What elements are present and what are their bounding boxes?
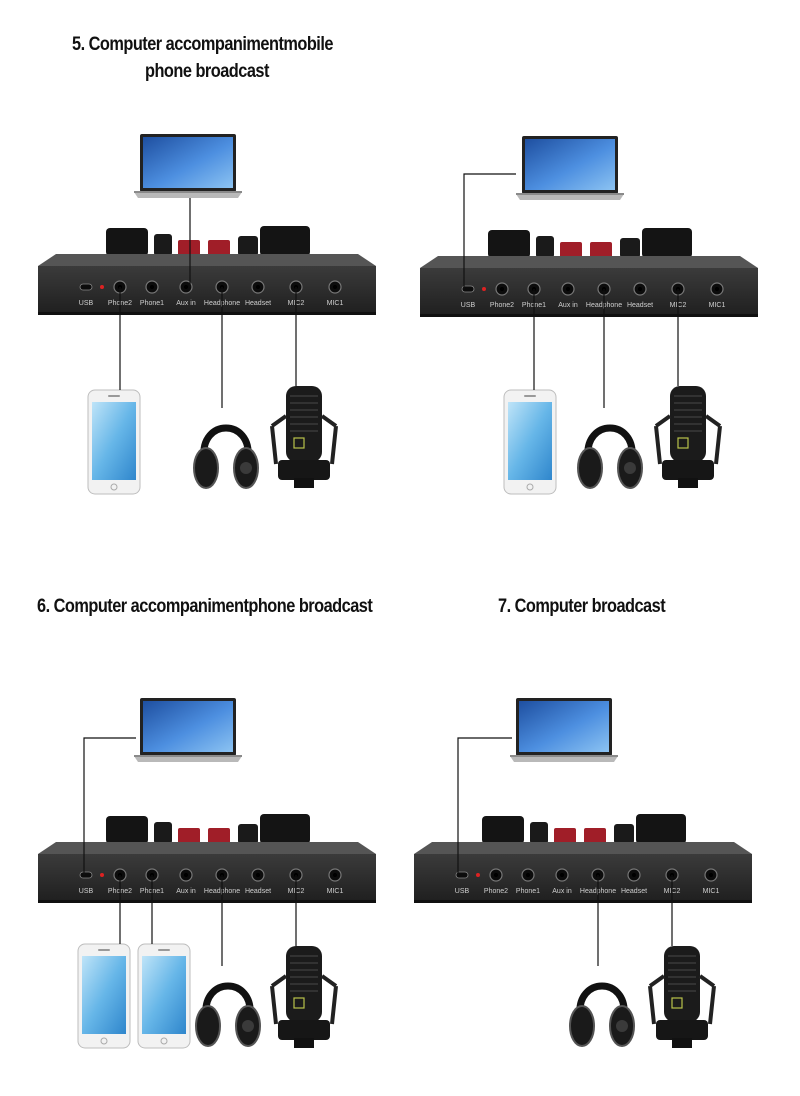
knob-icon <box>106 228 148 256</box>
smartphone-icon <box>87 389 141 495</box>
port-label: Headset <box>245 300 271 307</box>
port-label: USB <box>79 300 94 307</box>
port-label: Headset <box>245 888 271 895</box>
section-6-title: 6. Computer accompanimentphone broadcast <box>37 596 373 617</box>
port-label: MIC1 <box>703 888 720 895</box>
port-label: Headset <box>621 888 647 895</box>
headphones-icon <box>569 982 635 1047</box>
usb-port-icon <box>79 283 93 291</box>
port-label: Phone1 <box>516 888 540 895</box>
usb-port-icon <box>79 871 93 879</box>
port-label: Aux in <box>176 300 196 307</box>
port-label: MIC1 <box>327 888 344 895</box>
section-5-title-line1: 5. Computer accompanimentmobile <box>72 34 333 55</box>
smartphone-icon <box>503 389 557 495</box>
port-label: USB <box>455 888 470 895</box>
smartphone-icon <box>137 943 191 1049</box>
knob-icon <box>260 814 310 844</box>
port-label: Phone1 <box>140 300 164 307</box>
microphone-icon <box>654 386 722 488</box>
cable-line <box>83 737 136 875</box>
led-icon <box>100 873 104 877</box>
port-label: Phone2 <box>490 302 514 309</box>
knob-icon <box>482 816 524 844</box>
knob-icon <box>106 816 148 844</box>
microphone-icon <box>270 946 338 1048</box>
laptop-icon <box>510 698 618 762</box>
usb-port-icon <box>461 285 475 293</box>
port-label: Phone2 <box>484 888 508 895</box>
port-label: MIC1 <box>709 302 726 309</box>
port-label: MIC1 <box>327 300 344 307</box>
port-label: Aux in <box>558 302 578 309</box>
knob-icon <box>642 228 692 258</box>
laptop-icon <box>516 136 624 200</box>
port-label: Headset <box>627 302 653 309</box>
smartphone-icon <box>77 943 131 1049</box>
led-icon <box>100 285 104 289</box>
knob-icon <box>636 814 686 844</box>
led-icon <box>482 287 486 291</box>
cable-line <box>463 173 516 289</box>
headphones-icon <box>193 424 259 489</box>
port-label: USB <box>461 302 476 309</box>
usb-port-icon <box>455 871 469 879</box>
led-icon <box>476 873 480 877</box>
section-7-title: 7. Computer broadcast <box>498 596 666 617</box>
laptop-icon <box>134 134 242 198</box>
knob-icon <box>488 230 530 258</box>
port-label: USB <box>79 888 94 895</box>
knob-icon <box>260 226 310 256</box>
laptop-icon <box>134 698 242 762</box>
microphone-icon <box>270 386 338 488</box>
microphone-icon <box>648 946 716 1048</box>
cable-line <box>457 737 512 875</box>
port-label: Aux in <box>176 888 196 895</box>
headphones-icon <box>577 424 643 489</box>
section-5-title-line2: phone broadcast <box>145 61 269 82</box>
port-label: Aux in <box>552 888 572 895</box>
headphones-icon <box>195 982 261 1047</box>
